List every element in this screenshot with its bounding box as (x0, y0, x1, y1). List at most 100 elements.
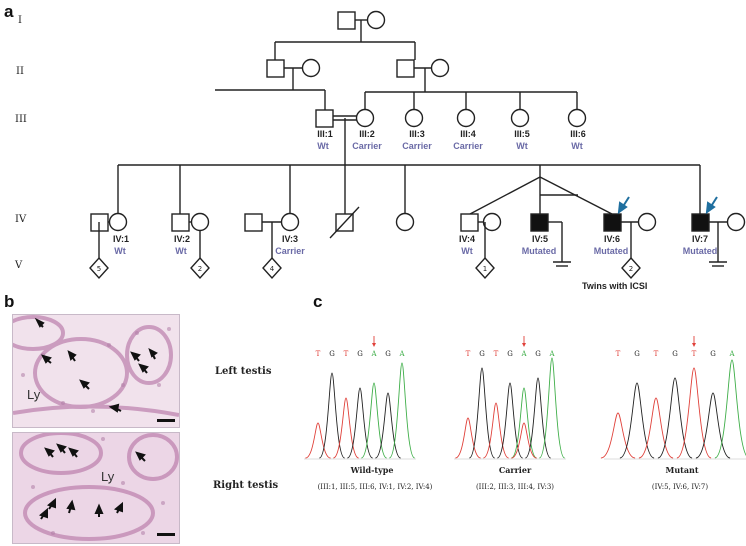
individual-id: IV:5 (531, 234, 548, 244)
chromatogram-peak (538, 357, 566, 459)
genotype-label: Mutated (682, 246, 718, 256)
chromatogram-peak (305, 422, 331, 459)
individual-id: IV:6 (603, 234, 620, 244)
chromatogram-peak (468, 367, 496, 459)
base-call-label: G (672, 350, 678, 358)
chromatogram-peak (318, 372, 346, 459)
individual-id: III:2 (359, 129, 375, 139)
individual-id: III:3 (409, 129, 425, 139)
panel-label-a: a (4, 2, 14, 21)
base-call-label: T (344, 350, 349, 358)
right-testis-micrograph: Ly (12, 432, 180, 544)
chromatogram-peak (360, 382, 388, 459)
affected-male-symbol (603, 213, 622, 232)
affected-male-symbol (530, 213, 549, 232)
female-symbol (280, 212, 300, 232)
male-symbol (337, 11, 356, 30)
mutation-arrow-head (372, 343, 376, 347)
proband-arrow-head (705, 201, 716, 215)
base-call-label: A (728, 350, 735, 358)
mutation-arrow-head (692, 343, 696, 347)
female-symbol (355, 108, 375, 128)
trace-caption: Mutant (665, 465, 699, 475)
affected-male-symbol (691, 213, 710, 232)
individual-id: III:6 (570, 129, 586, 139)
pedigree-chart: 5 2 4 1 2 (89, 10, 746, 280)
genotype-label: Wt (114, 246, 126, 256)
female-symbol (430, 58, 450, 78)
genotype-label: Wt (461, 246, 473, 256)
female-symbol (510, 108, 530, 128)
genotype-label: Wt (317, 141, 329, 151)
panel-label-c: c (313, 292, 323, 311)
chromatogram-peak (346, 387, 374, 459)
left-testis-label: Left testis (215, 366, 272, 377)
base-call-label: A (548, 350, 555, 358)
offspring-diamond (621, 256, 641, 280)
individual-id: IV:7 (691, 234, 708, 244)
genotype-label: Carrier (453, 141, 483, 151)
genotype-label: Carrier (352, 141, 382, 151)
chromatogram-peak (374, 392, 402, 459)
lumen-label: Ly (101, 469, 115, 484)
offspring-count: 1 (483, 265, 487, 273)
individual-id: IV:4 (458, 234, 475, 244)
offspring-count: 4 (270, 265, 275, 273)
chromatogram-peak (496, 382, 524, 459)
base-call-label: T (692, 350, 697, 358)
base-call-label: A (370, 350, 377, 358)
individual-id: III:1 (317, 129, 333, 139)
chromatogram-peak (600, 412, 636, 459)
male-symbol (244, 213, 263, 232)
chromatogram-peak (676, 367, 712, 459)
generation-label: III (15, 114, 27, 125)
trace-caption: Wild-type (350, 465, 394, 475)
lumen-label: Ly (27, 387, 41, 402)
trace-samples: (III:2, III:3, III:4, IV:3) (475, 483, 555, 491)
female-symbol (366, 10, 386, 30)
offspring-count: 2 (198, 265, 202, 273)
individual-id: IV:2 (173, 234, 190, 244)
genotype-label: Carrier (275, 246, 305, 256)
offspring-count: 2 (629, 265, 633, 273)
base-call-label: G (357, 350, 363, 358)
trace-samples: (III:1, III:5, III:6, IV:1, IV:2, IV:4) (317, 483, 433, 491)
base-call-label: G (329, 350, 335, 358)
male-symbol (460, 213, 479, 232)
generation-label: I (18, 15, 22, 26)
base-call-label: A (520, 350, 527, 358)
scale-bar (157, 533, 175, 536)
right-testis-label: Right testis (213, 480, 279, 491)
female-symbol (301, 58, 321, 78)
offspring-diamond (89, 256, 109, 280)
base-call-label: G (535, 350, 541, 358)
base-call-label: G (385, 350, 391, 358)
genotype-label: Carrier (402, 141, 432, 151)
base-call-label: T (494, 350, 499, 358)
genotype-label: Wt (175, 246, 187, 256)
individual-id: III:4 (460, 129, 476, 139)
male-symbol (315, 109, 334, 128)
generation-label: IV (15, 214, 27, 225)
chromatogram-peak (388, 362, 416, 459)
individual-id: IV:3 (281, 234, 298, 244)
female-symbol (637, 212, 657, 232)
individual-id: III:5 (514, 129, 530, 139)
genotype-label: Mutated (593, 246, 629, 256)
base-call-label: G (710, 350, 716, 358)
female-symbol (404, 108, 424, 128)
offspring-diamond (262, 256, 282, 280)
genotype-label: Wt (571, 141, 583, 151)
chromatogram-peak (695, 392, 731, 459)
base-call-label: G (507, 350, 513, 358)
male-symbol (266, 59, 285, 78)
genotype-label: Mutated (521, 246, 557, 256)
female-symbol (482, 212, 502, 232)
base-call-label: T (466, 350, 471, 358)
panel-label-b: b (4, 292, 15, 311)
offspring-diamond (475, 256, 495, 280)
individual-id: IV:1 (112, 234, 129, 244)
female-symbol (190, 212, 210, 232)
deceased-slash (329, 206, 360, 239)
